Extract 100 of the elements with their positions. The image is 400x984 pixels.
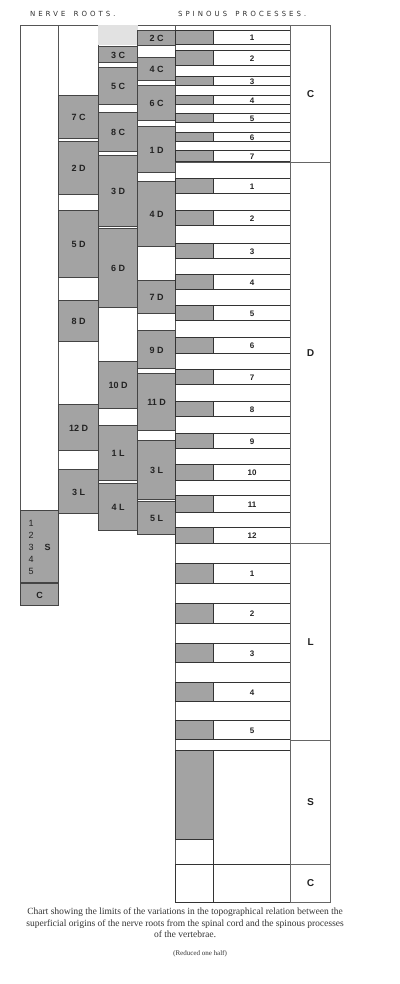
root-label: 7 D <box>149 292 164 302</box>
vertebra-number-cell <box>213 132 291 142</box>
root-label: 3 L <box>150 465 163 475</box>
root-label: 12 D <box>68 422 88 432</box>
root-segment-box <box>58 95 99 139</box>
root-segment-box <box>137 30 176 46</box>
region-letter: C <box>306 878 314 889</box>
vertebra-number: 4 <box>250 688 254 696</box>
root-label: 1 L <box>111 448 124 458</box>
root-label: 3 C <box>110 50 125 60</box>
vertebra-number-cell <box>213 113 291 123</box>
vertebra-number-cell <box>213 603 291 624</box>
root-label: 10 D <box>108 380 128 390</box>
vertebra-number: 1 <box>250 182 254 190</box>
vertebra-number: 4 <box>250 278 254 286</box>
vertebra-number-cell <box>213 563 291 584</box>
vertebra-number-cell <box>213 369 291 385</box>
region-letter: C <box>306 88 314 100</box>
caption: Chart showing the limits of the variations in the topographical relation between the superficial origins of the nerve roots from the spinal cord and the spinous processes of the vertebrae. <box>25 907 345 942</box>
vertebra-number-cell <box>213 337 291 354</box>
root-segment-box <box>98 361 138 409</box>
vertebra-number: 12 <box>248 531 256 540</box>
root-segment-box <box>58 300 99 342</box>
vertebra-number: 11 <box>248 500 256 508</box>
root-label: 4 C <box>149 64 164 74</box>
vertebra-number-cell <box>213 150 291 162</box>
vertebra-number: 3 <box>250 76 254 86</box>
root-segment-box <box>137 373 176 431</box>
root-label: 6 C <box>149 98 164 108</box>
root-label: 4 L <box>111 502 124 512</box>
vertebra-number-cell <box>213 210 291 226</box>
root-segment-box <box>58 404 99 451</box>
vertebra-number-cell <box>213 401 291 417</box>
vertebra-number-cell <box>213 682 291 702</box>
vertebra-number: 3 <box>250 648 254 658</box>
root-label: 6 D <box>110 263 125 273</box>
vertebra-number-cell <box>213 95 291 105</box>
root-label: 11 D <box>147 397 166 407</box>
root-label: 1 2 3 4 5 <box>28 516 34 576</box>
vertebra-number: 1 <box>250 569 254 578</box>
region-letter: L <box>307 636 314 648</box>
shaded-bar <box>175 750 214 840</box>
region-cell <box>290 25 331 163</box>
root-segment-box <box>58 210 99 278</box>
region-cell <box>290 864 331 903</box>
root-segment-box <box>98 67 138 105</box>
vertebra-number-cell <box>213 274 291 290</box>
root-segment-box <box>58 469 99 514</box>
root-segment-box <box>98 112 138 152</box>
vertebra-number: 6 <box>250 341 254 350</box>
root-label: 3 D <box>110 186 125 196</box>
root-segment-box <box>137 181 176 247</box>
vertebra-number: 4 <box>250 96 254 104</box>
vertebra-number: 8 <box>250 404 254 414</box>
root-segment-box <box>20 510 59 583</box>
vertebra-number: 5 <box>250 308 254 318</box>
vertebra-number-cell <box>213 30 291 45</box>
vertebra-number-cell <box>213 464 291 481</box>
root-segment-box <box>137 85 176 121</box>
root-label: 5 C <box>110 81 125 91</box>
root-segment-box <box>137 501 176 535</box>
vertebra-number: 1 <box>250 33 254 42</box>
vertebra-number: 7 <box>250 372 254 382</box>
vertebra-number: 3 <box>250 246 254 256</box>
root-segment-box <box>58 141 99 195</box>
root-segment-box <box>137 330 176 369</box>
vertebra-number-cell <box>213 243 291 259</box>
vertebra-number-cell <box>213 50 291 66</box>
root-label: 2 C <box>149 33 164 43</box>
vertebra-number-cell <box>213 643 291 663</box>
region-letter: D <box>306 348 314 358</box>
root-label: 3 L <box>72 486 85 496</box>
root-segment-box <box>137 126 176 173</box>
vertebra-number-cell <box>213 720 291 740</box>
vertebra-number: 2 <box>250 54 254 62</box>
root-segment-box <box>98 483 138 531</box>
vertebra-number-cell <box>213 527 291 544</box>
vertebra-number-cell <box>213 76 291 86</box>
root-label: 5 D <box>71 239 86 249</box>
region-cell <box>290 543 331 741</box>
vertebra-number-cell <box>213 433 291 449</box>
root-label: 8 C <box>110 127 125 137</box>
root-label: 5 L <box>150 513 163 523</box>
root-label: 1 D <box>149 144 164 154</box>
root-segment-box <box>137 280 176 314</box>
root-label: S <box>44 542 50 552</box>
root-segment-box <box>98 155 138 227</box>
vertebra-number: 2 <box>250 214 254 222</box>
vertebra-number: 6 <box>250 132 254 142</box>
root-label: C <box>36 590 43 600</box>
root-segment-box <box>98 425 138 481</box>
region-cell <box>290 162 331 544</box>
root-label: 7 C <box>71 112 86 122</box>
region-cell <box>290 740 331 865</box>
vertebra-number: 9 <box>250 436 254 446</box>
vertebra-number: 5 <box>250 114 254 122</box>
root-segment-box <box>98 228 138 308</box>
root-segment-box <box>98 46 138 63</box>
vertebra-number-cell <box>213 305 291 321</box>
root-segment-box <box>137 440 176 500</box>
